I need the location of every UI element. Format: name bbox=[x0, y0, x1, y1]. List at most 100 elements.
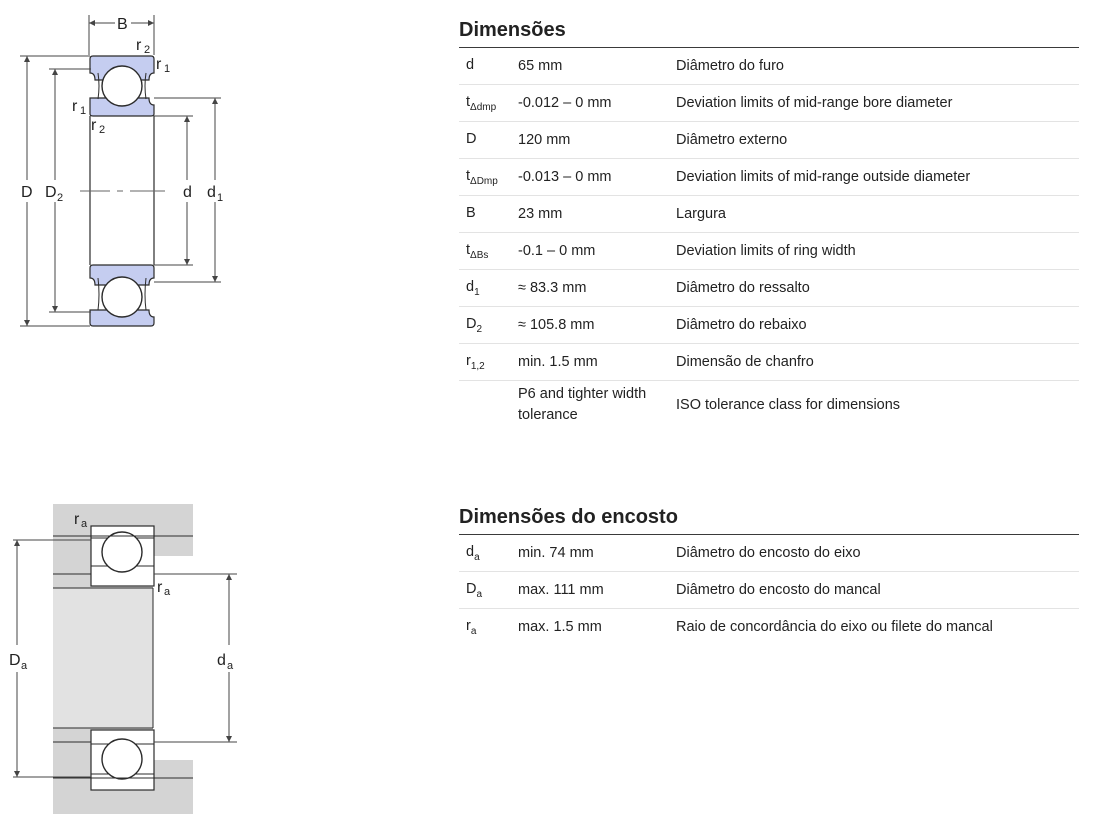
symbol-subscript: ΔDmp bbox=[470, 175, 498, 187]
symbol-base: t bbox=[466, 241, 471, 258]
symbol-cell: D bbox=[459, 131, 518, 150]
symbol-subscript: a bbox=[476, 588, 483, 600]
symbol-base: B bbox=[466, 204, 476, 221]
symbol-cell: tΔBs bbox=[459, 242, 518, 261]
description-cell: Diâmetro do rebaixo bbox=[676, 317, 807, 333]
symbol-base: D bbox=[466, 580, 477, 597]
svg-text:1: 1 bbox=[80, 105, 86, 117]
label-r2-top: r bbox=[136, 37, 142, 54]
label-D: D bbox=[21, 184, 33, 201]
description-cell: Deviation limits of mid-range bore diame… bbox=[676, 95, 953, 111]
description-cell: Raio de concordância do eixo ou filete d… bbox=[676, 619, 993, 635]
symbol-subscript: 1 bbox=[474, 286, 480, 298]
label-Da: D bbox=[9, 652, 21, 669]
description-cell: Deviation limits of ring width bbox=[676, 243, 856, 259]
value-cell: P6 and tighter width tolerance bbox=[518, 385, 647, 423]
symbol-subscript: Δdmp bbox=[470, 101, 497, 113]
description-cell: Diâmetro do encosto do mancal bbox=[676, 582, 881, 598]
value-cell: min. 74 mm bbox=[518, 544, 594, 561]
symbol-subscript: ΔBs bbox=[470, 249, 489, 261]
label-ra-top: r bbox=[74, 511, 80, 528]
label-D2: D bbox=[45, 184, 57, 201]
label-d: d bbox=[183, 184, 192, 201]
description-cell: Diâmetro externo bbox=[676, 132, 788, 148]
table-row: D 120 mm Diâmetro externo bbox=[459, 122, 1079, 159]
table-row: ra max. 1.5 mm Raio de concordância do eix… bbox=[459, 609, 1079, 645]
label-d1: d bbox=[207, 184, 216, 201]
svg-text:1: 1 bbox=[217, 192, 223, 204]
bearing-cross-section-diagram: B D D 2 bbox=[15, 10, 245, 340]
abutment-diagram: D a d a r a r a bbox=[5, 500, 245, 820]
label-r1-mid: r bbox=[72, 98, 78, 115]
svg-text:2: 2 bbox=[99, 124, 105, 136]
symbol-cell: B bbox=[459, 205, 518, 224]
symbol-cell: tΔdmp bbox=[459, 94, 518, 113]
value-cell: ≈ 83.3 mm bbox=[518, 279, 587, 296]
symbol-base: d bbox=[466, 56, 475, 73]
svg-text:a: a bbox=[227, 660, 234, 672]
svg-text:2: 2 bbox=[57, 192, 63, 204]
svg-text:a: a bbox=[164, 586, 171, 598]
value-cell: max. 1.5 mm bbox=[518, 618, 602, 635]
symbol-cell: D2 bbox=[459, 316, 518, 335]
description-cell: Largura bbox=[676, 206, 726, 222]
value-cell: 65 mm bbox=[518, 57, 563, 74]
symbol-base: d bbox=[466, 278, 475, 295]
symbol-cell: tΔDmp bbox=[459, 168, 518, 187]
table-row: d 65 mm Diâmetro do furo bbox=[459, 48, 1079, 85]
symbol-cell: da bbox=[459, 544, 518, 563]
symbol-subscript: a bbox=[474, 551, 480, 563]
value-cell: -0.012 – 0 mm bbox=[518, 94, 612, 111]
symbol-base: D bbox=[466, 315, 477, 332]
value-cell: -0.013 – 0 mm bbox=[518, 168, 612, 185]
label-r2-mid: r bbox=[91, 117, 97, 134]
description-cell: Diâmetro do encosto do eixo bbox=[676, 545, 861, 561]
symbol-subscript: 2 bbox=[476, 323, 483, 335]
value-cell: ≈ 105.8 mm bbox=[518, 316, 595, 333]
svg-text:a: a bbox=[21, 660, 28, 672]
label-B: B bbox=[117, 16, 128, 33]
description-cell: Diâmetro do ressalto bbox=[676, 280, 810, 296]
label-r1-top: r bbox=[156, 56, 162, 73]
svg-text:a: a bbox=[81, 518, 88, 530]
svg-text:1: 1 bbox=[164, 63, 170, 75]
svg-text:2: 2 bbox=[144, 44, 150, 56]
table-row: P6 and tighter width tolerance ISO tolera… bbox=[459, 381, 1079, 428]
dimensions-title: Dimensões bbox=[459, 17, 1079, 48]
symbol-cell: d bbox=[459, 57, 518, 76]
abutment-title: Dimensões do encosto bbox=[459, 504, 1079, 535]
symbol-subscript: a bbox=[470, 625, 477, 637]
description-cell: Diâmetro do furo bbox=[676, 58, 784, 74]
symbol-base: d bbox=[466, 543, 475, 560]
label-ra-right: r bbox=[157, 579, 163, 596]
symbol-cell: Da bbox=[459, 581, 518, 600]
value-cell: min. 1.5 mm bbox=[518, 353, 598, 370]
symbol-base: r bbox=[466, 352, 471, 369]
symbol-cell: r1,2 bbox=[459, 353, 518, 372]
table-row: B 23 mm Largura bbox=[459, 196, 1079, 233]
value-cell: 23 mm bbox=[518, 205, 563, 222]
symbol-subscript: 1,2 bbox=[470, 360, 485, 372]
value-cell: max. 111 mm bbox=[518, 581, 604, 598]
value-cell: -0.1 – 0 mm bbox=[518, 242, 596, 259]
symbol-base: r bbox=[466, 617, 471, 634]
symbol-cell: d1 bbox=[459, 279, 518, 298]
description-cell: Deviation limits of mid-range outside di… bbox=[676, 169, 971, 185]
description-cell: ISO tolerance class for dimensions bbox=[676, 396, 901, 413]
symbol-base: D bbox=[466, 130, 477, 147]
value-cell: 120 mm bbox=[518, 131, 571, 148]
description-cell: Dimensão de chanfro bbox=[676, 354, 814, 370]
label-da: d bbox=[217, 652, 226, 669]
symbol-base: t bbox=[466, 167, 471, 184]
symbol-base: t bbox=[466, 93, 471, 110]
